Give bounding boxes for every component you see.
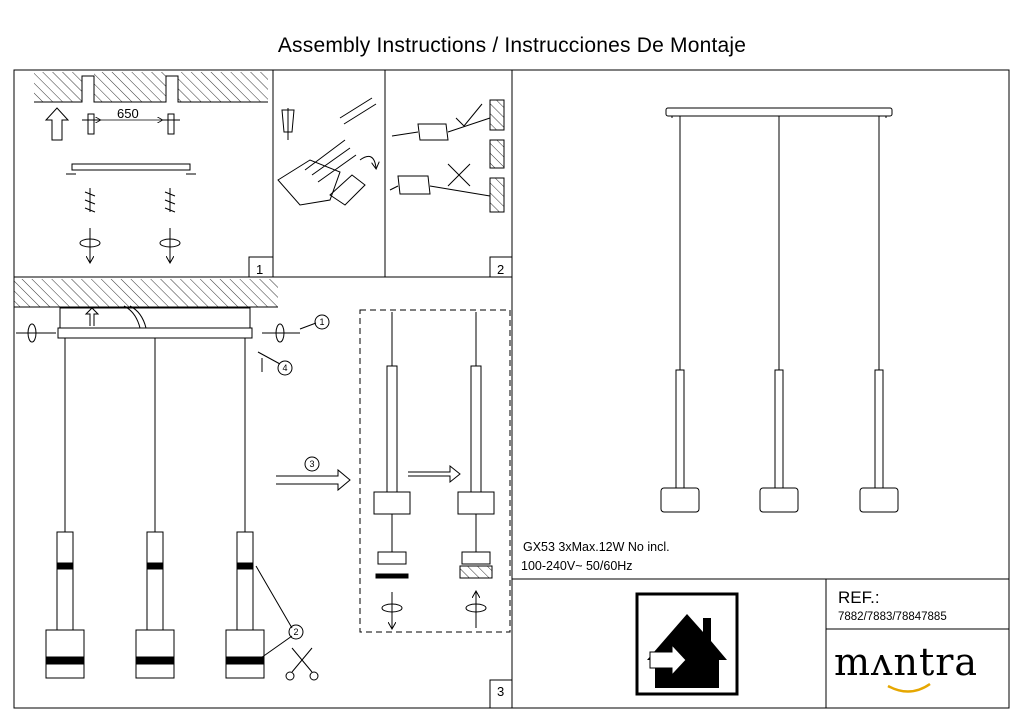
step2-wiring-connection (277, 97, 376, 206)
panel-number-2: 2 (497, 262, 505, 277)
step1-bracket-mounting (34, 72, 268, 262)
product-drawing (660, 107, 899, 513)
step3-installation (14, 279, 511, 681)
panel-number-1: 1 (256, 262, 264, 277)
panel-frame (13, 69, 1010, 709)
callout-2: 2 (293, 627, 298, 637)
step2-connector-check (389, 99, 505, 213)
ref-value: 7882/7883/78847885 (838, 611, 947, 623)
callout-1: 1 (319, 317, 324, 327)
spec-voltage: 100-240V~ 50/60Hz (521, 559, 633, 573)
indoor-use-icon (635, 592, 739, 696)
callout-numbers: 1 2 3 4 (282, 317, 324, 637)
ref-label: REF.: (838, 588, 880, 607)
page-title: Assembly Instructions / Instrucciones De… (277, 34, 747, 57)
spec-bulb: GX53 3xMax.12W No incl. (523, 540, 670, 554)
callout-4: 4 (282, 363, 287, 373)
brand-logo: mʌntra (834, 640, 979, 684)
panel-number-3: 3 (497, 684, 505, 699)
dimension-label: 650 (117, 106, 139, 121)
callout-3: 3 (309, 459, 314, 469)
brand-smile-mark (887, 682, 931, 693)
